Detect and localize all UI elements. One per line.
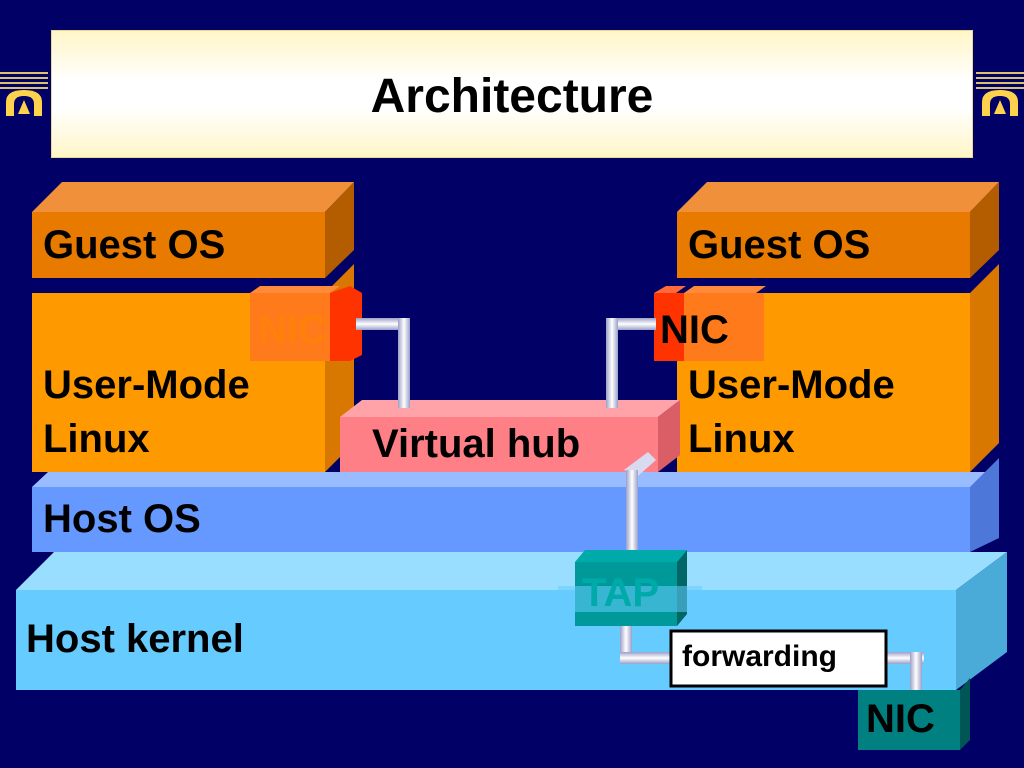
left-nic-label: NIC bbox=[258, 308, 327, 352]
host-os-block bbox=[32, 458, 999, 552]
title-bar: Architecture bbox=[51, 30, 973, 158]
left-uml-line2: Linux bbox=[43, 417, 150, 461]
left-guest-os-block bbox=[32, 182, 354, 278]
hub-to-tap-pipe bbox=[624, 452, 656, 560]
right-uml-line2: Linux bbox=[688, 417, 795, 461]
slide-title: Architecture bbox=[370, 70, 654, 123]
physical-nic-block bbox=[858, 678, 970, 750]
right-guest-os-block bbox=[677, 182, 999, 278]
right-guest-os-label: Guest OS bbox=[688, 223, 871, 267]
left-nic-block bbox=[250, 286, 362, 361]
left-uml-line1: User-Mode bbox=[43, 363, 250, 407]
tap-label: TAP bbox=[582, 571, 660, 615]
forwarding-box bbox=[669, 629, 888, 688]
virtual-hub-label: Virtual hub bbox=[372, 422, 581, 466]
tap-block bbox=[558, 550, 702, 626]
left-guest-os-label: Guest OS bbox=[43, 223, 226, 267]
forwarding-label: forwarding bbox=[682, 640, 837, 673]
right-nic-to-hub-pipe bbox=[606, 318, 656, 408]
left-nic-to-hub-pipe bbox=[356, 318, 410, 408]
host-kernel-label: Host kernel bbox=[26, 617, 244, 661]
host-os-label: Host OS bbox=[43, 497, 201, 541]
physical-nic-label: NIC bbox=[866, 697, 935, 741]
right-uml-line1: User-Mode bbox=[688, 363, 895, 407]
ornament-right-icon bbox=[976, 70, 1024, 116]
right-nic-block bbox=[654, 286, 766, 361]
host-kernel-block bbox=[16, 552, 1007, 690]
tap-to-nic-pipe bbox=[620, 620, 924, 698]
ornament-left-icon bbox=[0, 70, 48, 116]
right-nic-label: NIC bbox=[660, 308, 729, 352]
virtual-hub-block bbox=[340, 400, 680, 472]
